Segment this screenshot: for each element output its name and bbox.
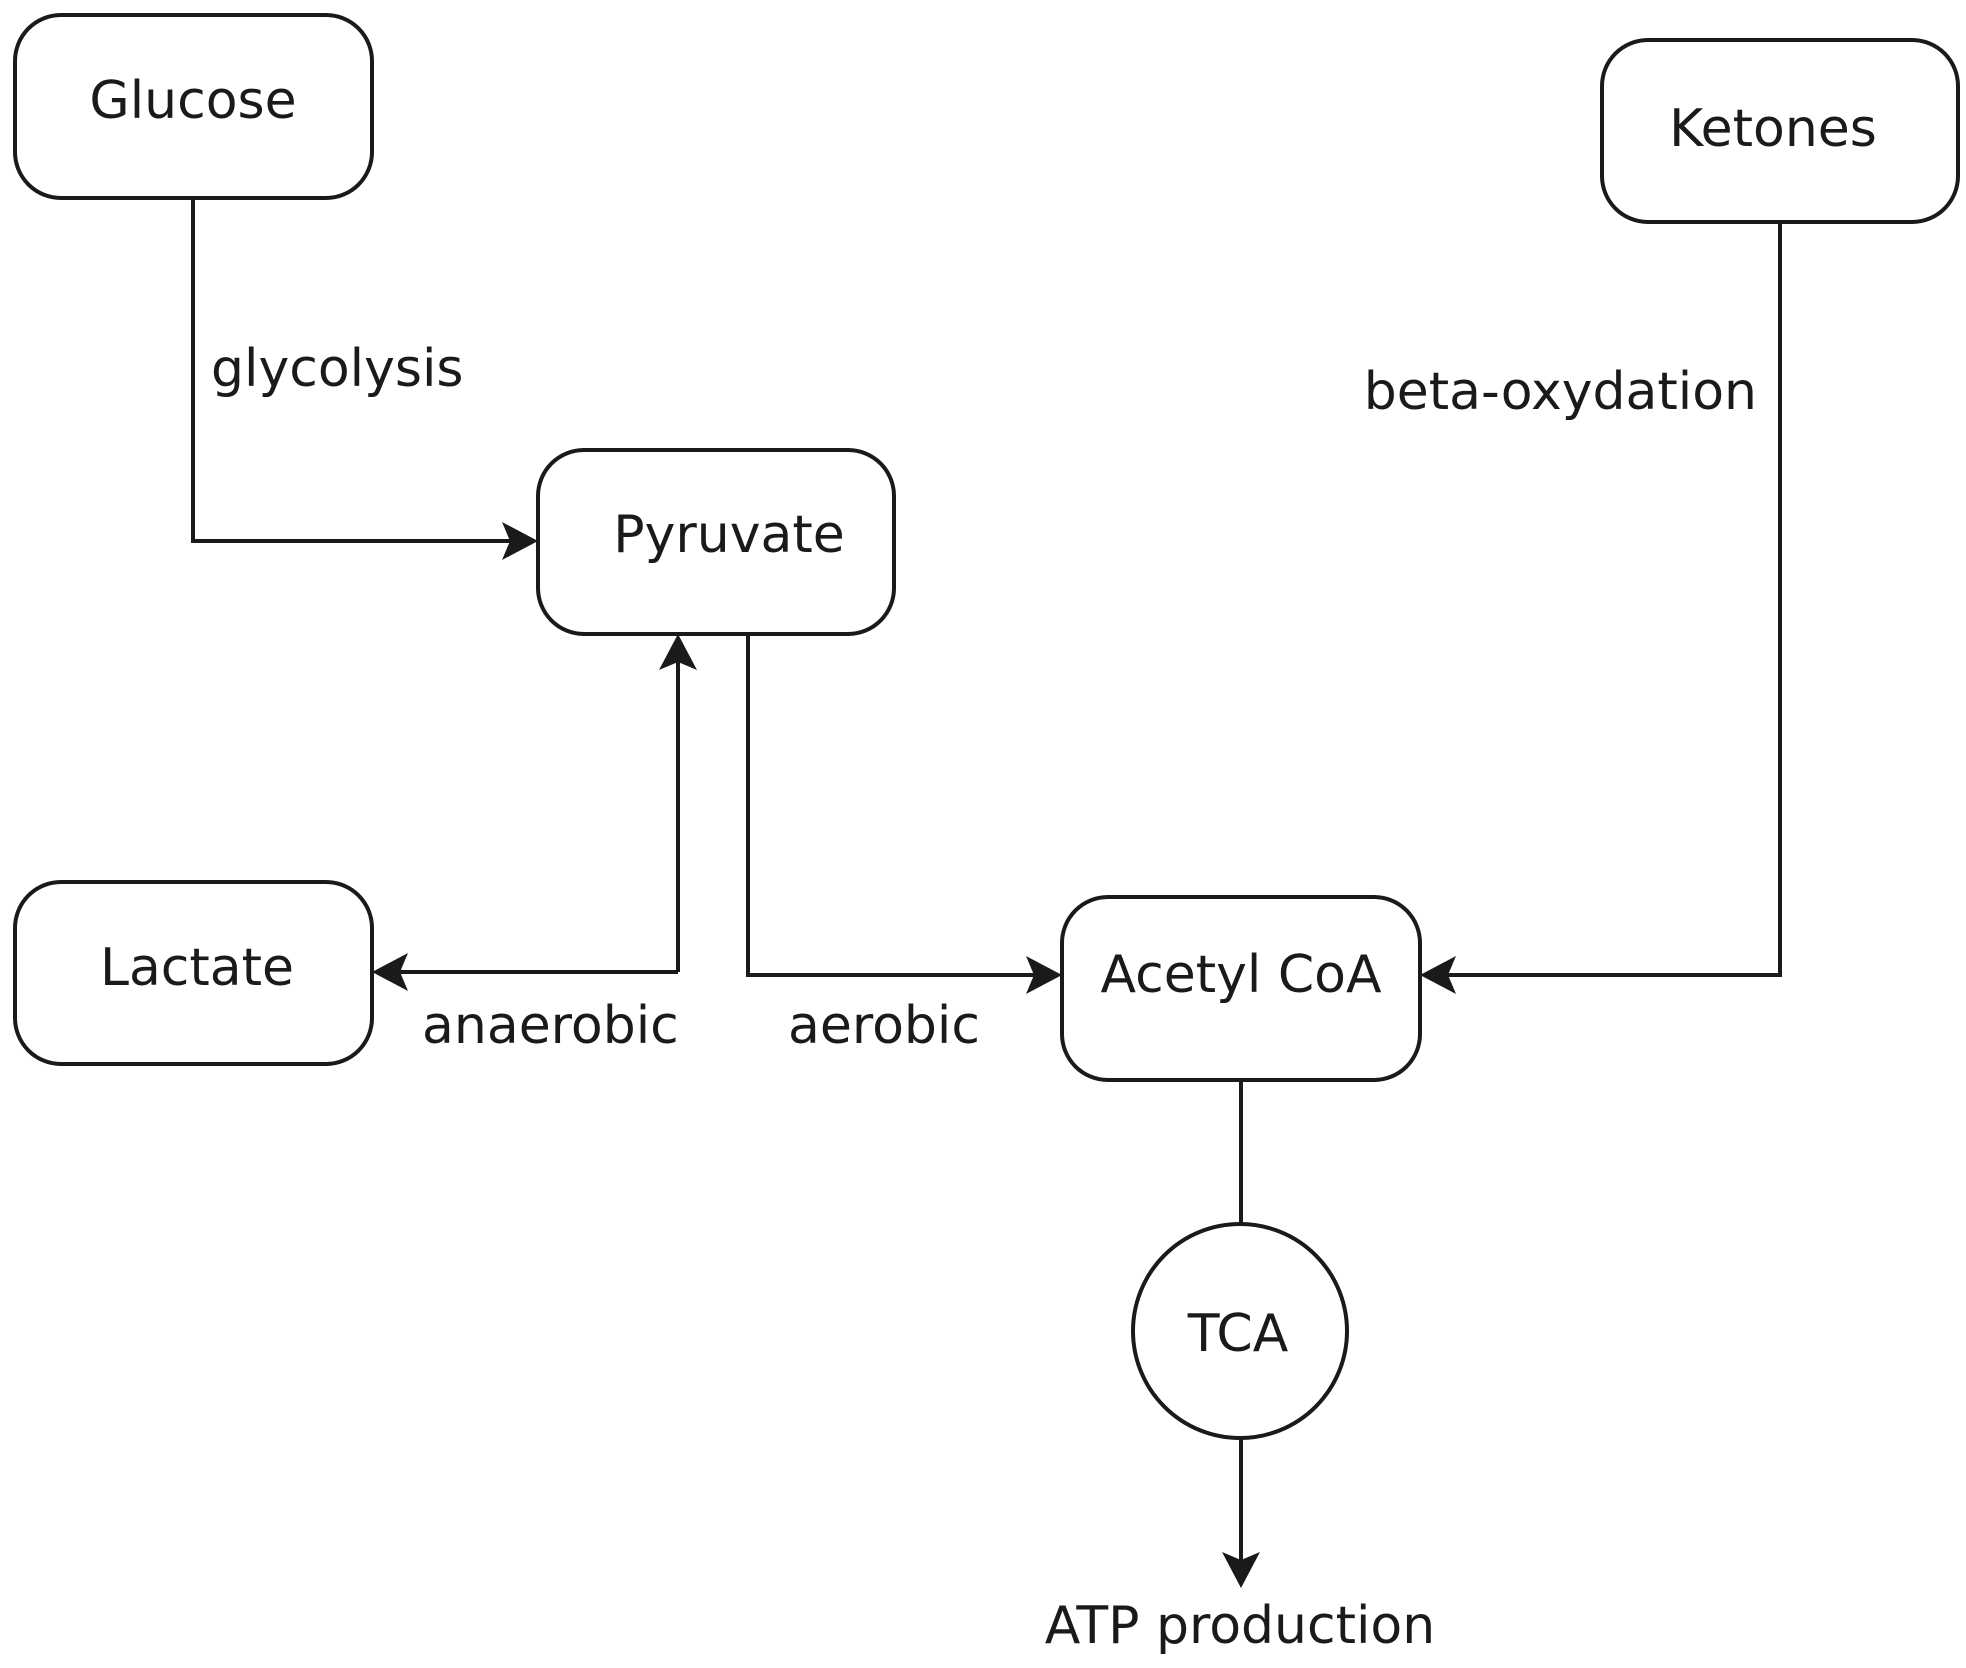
node-tca: TCA <box>1131 1222 1349 1440</box>
node-atp-label: ATP production <box>1045 1596 1435 1656</box>
edge-pyruvate-to-lactate <box>372 634 697 991</box>
node-tca-label: TCA <box>1187 1304 1289 1364</box>
edge-aerobic <box>746 634 1062 994</box>
node-glucose: Glucose <box>13 13 374 200</box>
arrowhead-to-acetyl-coa-left <box>1026 956 1062 994</box>
label-anaerobic: anaerobic <box>422 996 679 1056</box>
node-glucose-label: Glucose <box>89 71 296 131</box>
node-pyruvate: Pyruvate <box>536 448 896 636</box>
label-beta-oxydation: beta-oxydation <box>1364 362 1757 422</box>
node-acetyl-coa-label: Acetyl CoA <box>1100 945 1382 1005</box>
node-ketones: Ketones <box>1600 38 1960 224</box>
arrowhead-to-acetyl-coa-right <box>1420 956 1456 994</box>
arrowhead-to-pyruvate-left <box>502 522 538 560</box>
edge-glycolysis <box>191 198 538 560</box>
label-aerobic: aerobic <box>788 996 980 1056</box>
node-lactate: Lactate <box>13 880 374 1066</box>
node-lactate-label: Lactate <box>100 938 294 998</box>
arrowhead-to-pyruvate-bottom <box>659 634 697 670</box>
node-acetyl-coa: Acetyl CoA <box>1060 895 1422 1082</box>
label-glycolysis: glycolysis <box>211 339 463 399</box>
edge-beta-oxydation <box>1420 222 1782 994</box>
node-pyruvate-label: Pyruvate <box>613 505 845 565</box>
edge-tca-to-atp <box>1222 1439 1260 1588</box>
arrowhead-to-lactate <box>372 953 408 991</box>
node-ketones-label: Ketones <box>1669 99 1877 159</box>
arrowhead-to-atp <box>1222 1552 1260 1588</box>
